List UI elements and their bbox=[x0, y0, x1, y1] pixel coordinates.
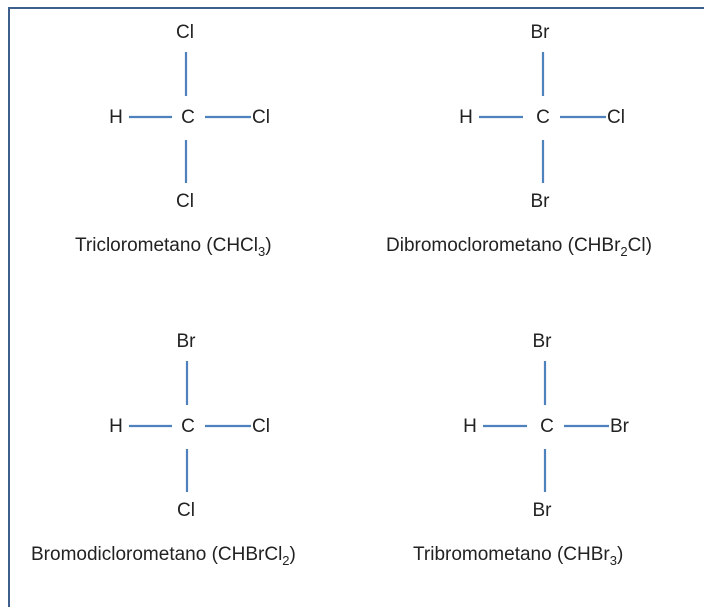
caption-subscript: 3 bbox=[258, 244, 265, 259]
atom-left: H bbox=[459, 107, 473, 128]
caption-dibromoclorometano: Dibromoclorometano (CHBr2Cl) bbox=[386, 235, 652, 259]
atom-top: Br bbox=[531, 22, 551, 43]
caption-triclorometano: Triclorometano (CHCl3) bbox=[75, 235, 272, 259]
caption-bromodiclorometano: Bromodiclorometano (CHBrCl2) bbox=[31, 544, 296, 568]
atom-top: Cl bbox=[176, 22, 194, 43]
caption-subscript: 2 bbox=[282, 553, 289, 568]
atom-top: Br bbox=[533, 331, 553, 352]
caption-tribromometano: Tribromometano (CHBr3) bbox=[413, 544, 623, 568]
structure-bromodiclorometano: Br H C Cl Cl Bromodiclorometano (CHBrCl2… bbox=[31, 331, 296, 568]
caption-prefix: Tribromometano (CHBr bbox=[413, 544, 610, 565]
atom-bottom: Br bbox=[531, 191, 551, 212]
atom-left: H bbox=[109, 416, 123, 437]
atom-center: C bbox=[536, 107, 550, 128]
caption-subscript: 2 bbox=[620, 244, 627, 259]
molecules-diagram: Cl H C Cl Cl Triclorometano (CHCl3) Br H… bbox=[31, 22, 652, 568]
caption-prefix: Triclorometano (CHCl bbox=[75, 235, 258, 256]
structure-triclorometano: Cl H C Cl Cl Triclorometano (CHCl3) bbox=[75, 22, 272, 259]
diagram-frame bbox=[8, 7, 704, 607]
atom-right: Cl bbox=[607, 107, 625, 128]
atom-center: C bbox=[181, 107, 195, 128]
atom-bottom: Br bbox=[533, 500, 553, 521]
caption-suffix: ) bbox=[265, 235, 271, 256]
caption-prefix: Bromodiclorometano (CHBrCl bbox=[31, 544, 282, 565]
caption-suffix: Cl) bbox=[628, 235, 652, 256]
atom-center: C bbox=[181, 416, 195, 437]
atom-left: H bbox=[463, 416, 477, 437]
structure-dibromoclorometano: Br H C Cl Br Dibromoclorometano (CHBr2Cl… bbox=[386, 22, 652, 259]
atom-bottom: Cl bbox=[176, 191, 194, 212]
caption-suffix: ) bbox=[290, 544, 296, 565]
atom-left: H bbox=[109, 107, 123, 128]
atom-right: Cl bbox=[252, 416, 270, 437]
caption-subscript: 3 bbox=[610, 553, 617, 568]
atom-bottom: Cl bbox=[177, 500, 195, 521]
caption-prefix: Dibromoclorometano (CHBr bbox=[386, 235, 621, 256]
atom-center: C bbox=[540, 416, 554, 437]
structure-tribromometano: Br H C Br Br Tribromometano (CHBr3) bbox=[413, 331, 630, 568]
caption-suffix: ) bbox=[617, 544, 623, 565]
atom-right: Cl bbox=[252, 107, 270, 128]
atom-right: Br bbox=[610, 416, 630, 437]
atom-top: Br bbox=[177, 331, 197, 352]
